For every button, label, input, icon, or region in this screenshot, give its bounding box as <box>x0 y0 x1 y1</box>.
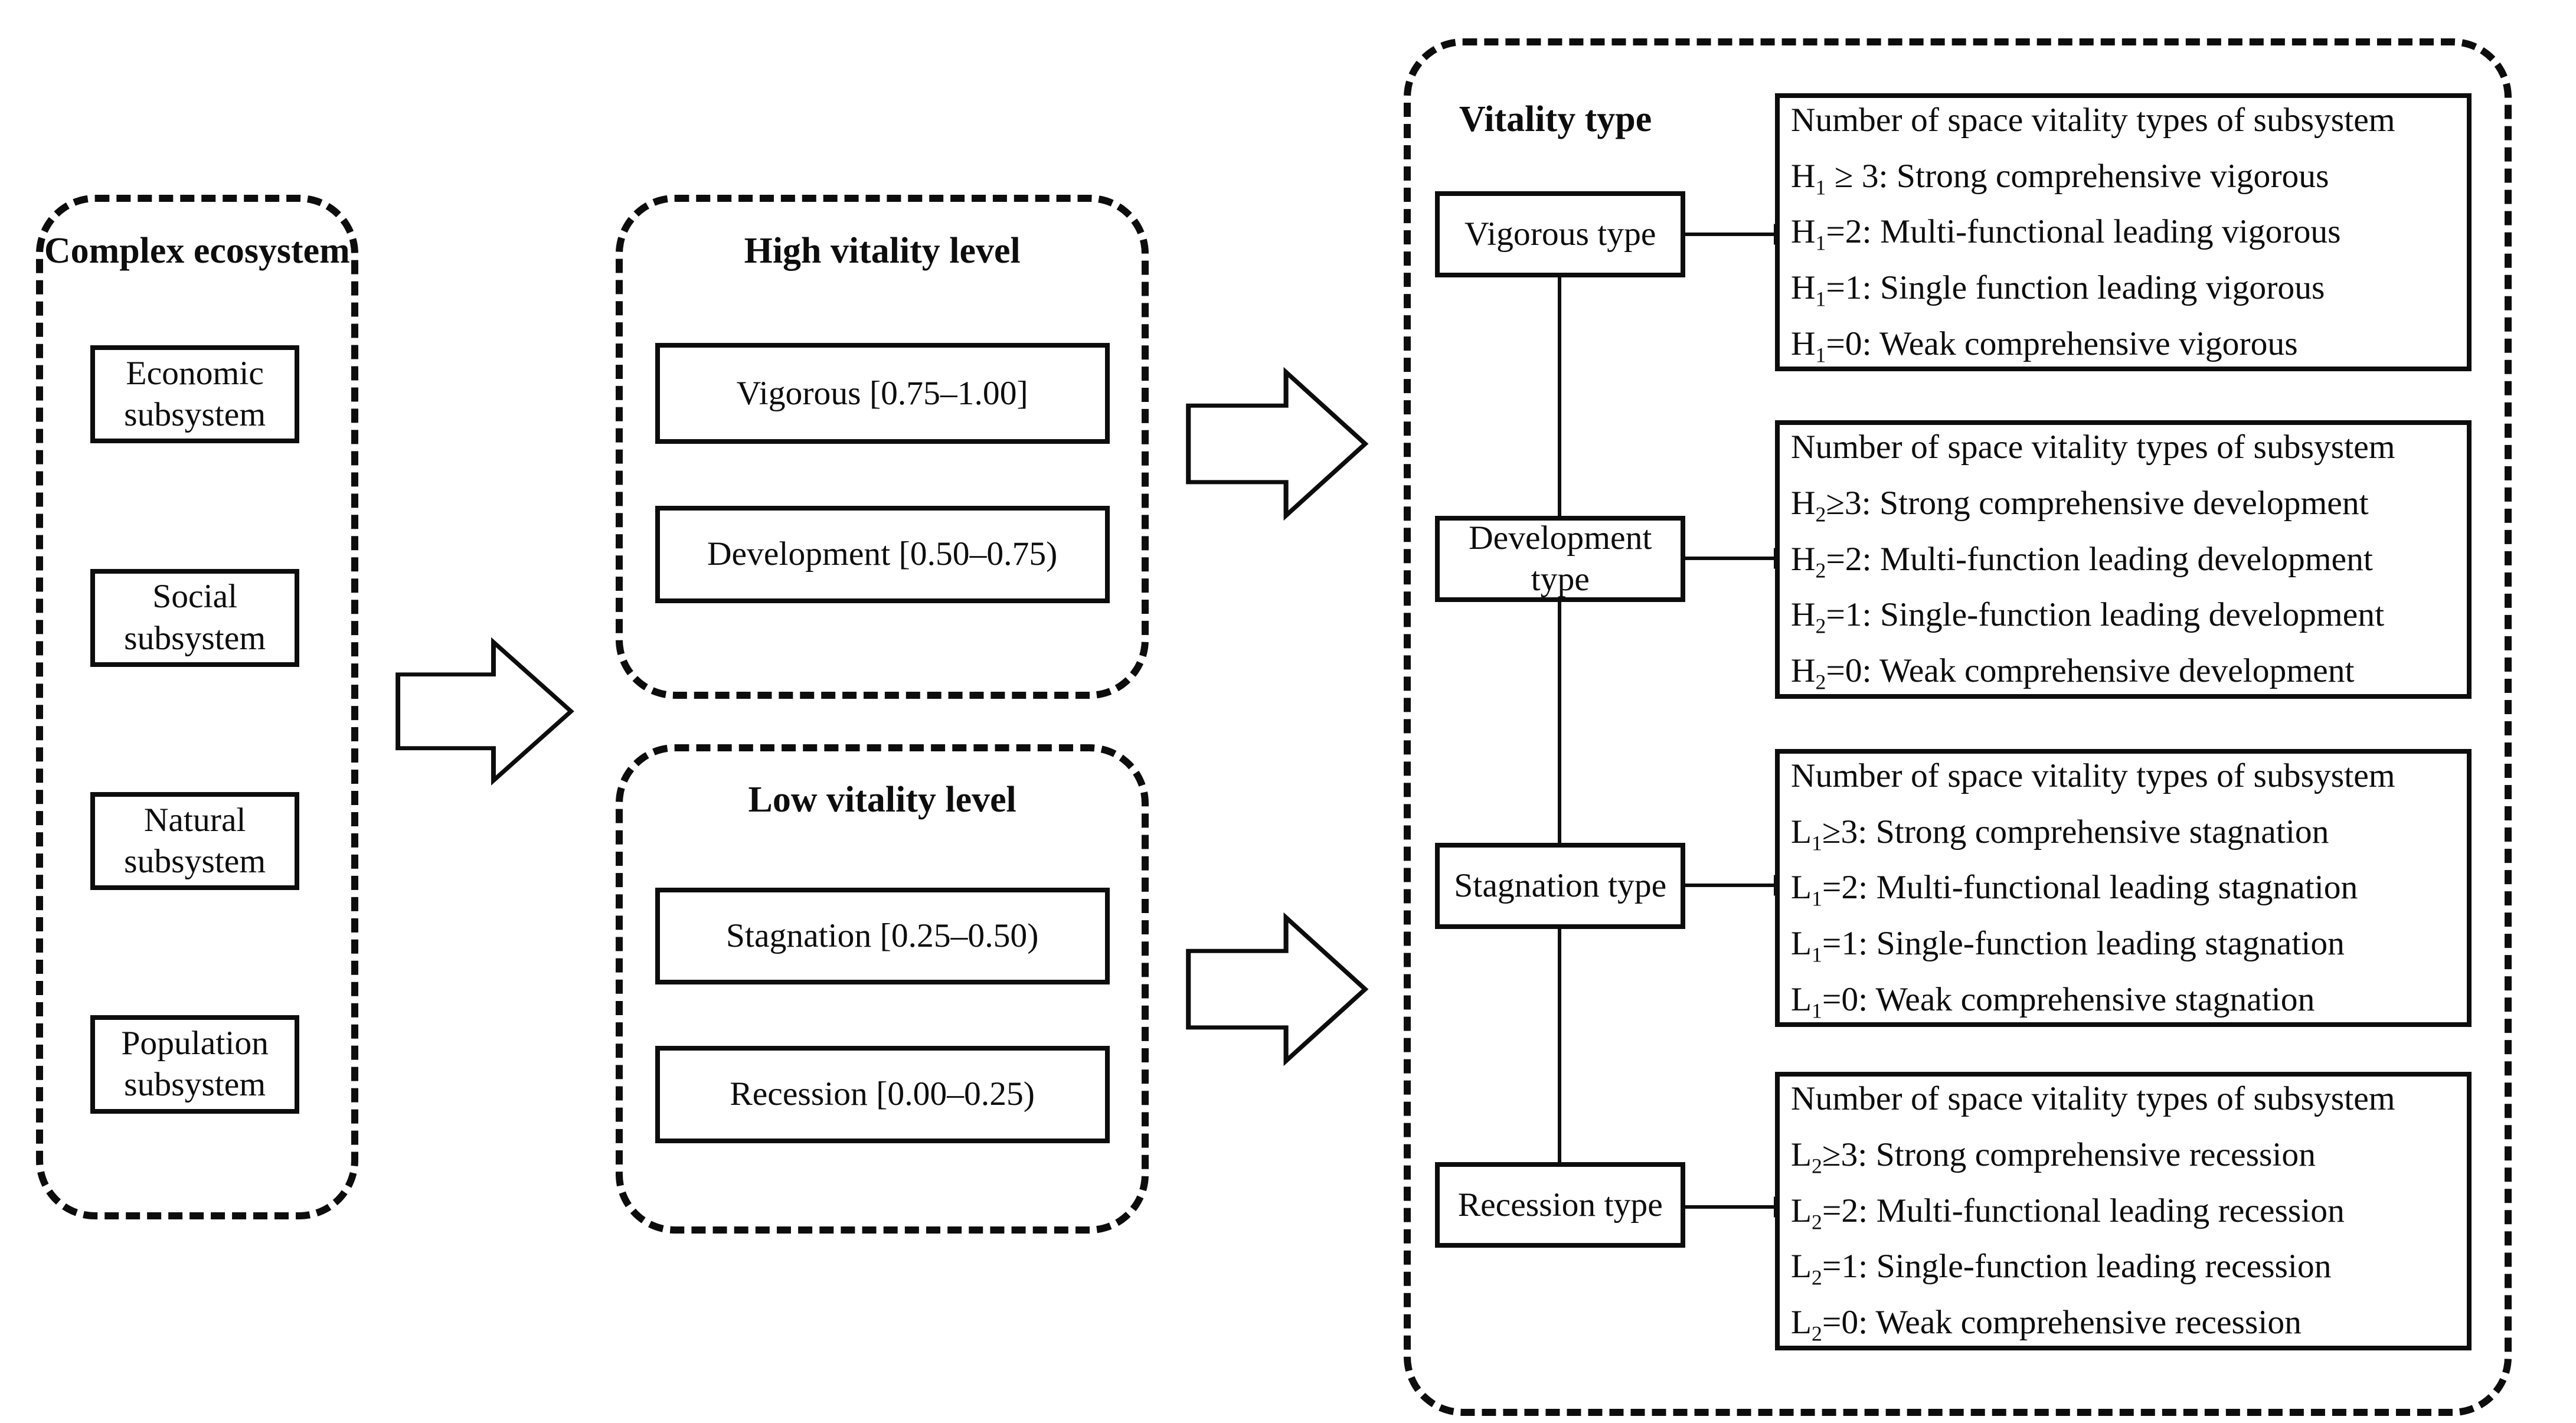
flow-arrow-icon <box>1186 912 1369 1066</box>
flow-arrow-icon <box>1186 367 1369 521</box>
detail-line: H2=0: Weak comprehensive development <box>1790 652 2355 694</box>
detail-line: Number of space vitality types of subsys… <box>1790 1080 2395 1118</box>
stagnation-detail-box: Number of space vitality types of subsys… <box>1775 749 2472 1028</box>
stagnation-range-label: Stagnation [0.25–0.50) <box>725 917 1039 955</box>
high-vitality-panel: High vitality level Vigorous [0.75–1.00]… <box>615 195 1149 699</box>
economic-subsystem-box: Economic subsystem <box>90 345 299 444</box>
detail-line: H2≥3: Strong comprehensive development <box>1790 484 2369 526</box>
low-vitality-title: Low vitality level <box>748 780 1016 820</box>
social-subsystem-label: Social subsystem <box>124 578 266 657</box>
high-vitality-title: High vitality level <box>744 231 1021 271</box>
detail-line: L1=2: Multi-functional leading stagnatio… <box>1790 869 2358 911</box>
recession-detail-box: Number of space vitality types of subsys… <box>1775 1072 2472 1350</box>
complex-ecosystem-panel: Complex ecosystem Economic subsystem Soc… <box>36 195 358 1220</box>
development-type-box: Development type <box>1435 516 1686 602</box>
vigorous-range-box: Vigorous [0.75–1.00] <box>655 343 1110 444</box>
stagnation-range-box: Stagnation [0.25–0.50) <box>655 888 1110 985</box>
vigorous-type-box: Vigorous type <box>1435 191 1686 277</box>
population-subsystem-label: Population subsystem <box>121 1025 269 1104</box>
detail-line: L1≥3: Strong comprehensive stagnation <box>1790 813 2329 855</box>
low-vitality-panel: Low vitality level Stagnation [0.25–0.50… <box>615 744 1149 1234</box>
detail-line: H1 ≥ 3: Strong comprehensive vigorous <box>1790 157 2329 199</box>
type-arrow-icon <box>1685 232 1774 237</box>
flow-arrow-icon <box>395 637 574 786</box>
detail-line: Number of space vitality types of subsys… <box>1790 428 2395 466</box>
vigorous-range-label: Vigorous [0.75–1.00] <box>736 374 1028 412</box>
type-connector-line <box>1558 277 1562 1162</box>
detail-line: Number of space vitality types of subsys… <box>1790 757 2395 794</box>
detail-line: H1=1: Single function leading vigorous <box>1790 269 2325 311</box>
detail-line: H2=1: Single-function leading developmen… <box>1790 596 2385 638</box>
vitality-type-title: Vitality type <box>1459 99 1652 139</box>
recession-range-box: Recession [0.00–0.25) <box>655 1046 1110 1143</box>
development-range-box: Development [0.50–0.75) <box>655 506 1110 603</box>
complex-ecosystem-title: Complex ecosystem <box>44 230 350 271</box>
detail-line: L1=0: Weak comprehensive stagnation <box>1790 980 2315 1023</box>
detail-line: L2=1: Single-function leading recession <box>1790 1248 2332 1290</box>
vitality-type-panel: Vitality type Vigorous type Development … <box>1404 38 2512 1417</box>
detail-line: L2≥3: Strong comprehensive recession <box>1790 1136 2316 1178</box>
recession-type-box: Recession type <box>1435 1162 1686 1248</box>
development-detail-lines: Number of space vitality types of subsys… <box>1780 425 2467 693</box>
development-type-label: Development type <box>1469 519 1652 598</box>
detail-line: H2=2: Multi-function leading development <box>1790 540 2373 583</box>
detail-line: H1=2: Multi-functional leading vigorous <box>1790 213 2341 255</box>
development-range-label: Development [0.50–0.75) <box>707 535 1058 573</box>
natural-subsystem-label: Natural subsystem <box>124 801 266 881</box>
social-subsystem-box: Social subsystem <box>90 568 299 667</box>
type-arrow-icon <box>1685 556 1774 560</box>
detail-line: H1=0: Weak comprehensive vigorous <box>1790 325 2298 367</box>
recession-range-label: Recession [0.00–0.25) <box>730 1075 1035 1113</box>
stagnation-detail-lines: Number of space vitality types of subsys… <box>1780 754 2467 1022</box>
type-arrow-icon <box>1685 1205 1774 1209</box>
stagnation-type-label: Stagnation type <box>1454 867 1667 905</box>
type-arrow-icon <box>1685 883 1774 888</box>
detail-line: Number of space vitality types of subsys… <box>1790 101 2395 139</box>
vigorous-detail-lines: Number of space vitality types of subsys… <box>1780 98 2467 367</box>
natural-subsystem-box: Natural subsystem <box>90 792 299 891</box>
detail-line: L2=2: Multi-functional leading recession <box>1790 1192 2345 1234</box>
recession-detail-lines: Number of space vitality types of subsys… <box>1780 1077 2467 1345</box>
stagnation-type-box: Stagnation type <box>1435 843 1686 929</box>
detail-line: L1=1: Single-function leading stagnation <box>1790 924 2345 967</box>
economic-subsystem-label: Economic subsystem <box>124 355 266 434</box>
vigorous-type-label: Vigorous type <box>1464 215 1656 253</box>
vigorous-detail-box: Number of space vitality types of subsys… <box>1775 93 2472 372</box>
development-detail-box: Number of space vitality types of subsys… <box>1775 420 2472 699</box>
recession-type-label: Recession type <box>1457 1186 1663 1224</box>
population-subsystem-box: Population subsystem <box>90 1015 299 1114</box>
detail-line: L2=0: Weak comprehensive recession <box>1790 1304 2302 1346</box>
